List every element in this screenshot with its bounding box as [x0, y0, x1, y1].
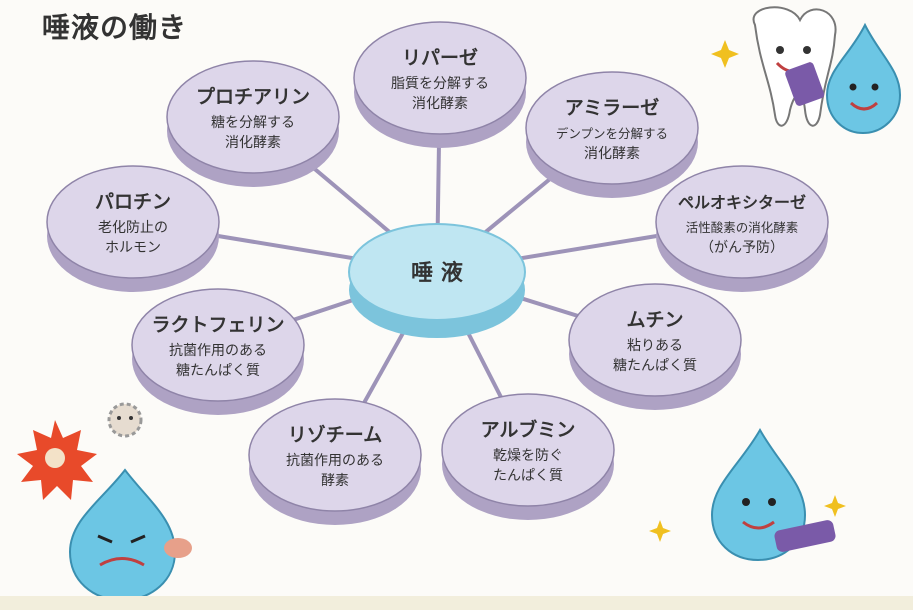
node-name: アミラーゼ — [565, 96, 660, 119]
node-name: アルブミン — [481, 418, 576, 441]
node-desc: 粘りある — [627, 338, 683, 354]
node-name: プロチアリン — [196, 85, 310, 108]
center-node-top — [348, 223, 526, 321]
node-name: ムチン — [626, 309, 683, 331]
node-desc: 老化防止の — [98, 220, 168, 236]
node-desc: （がん予防） — [700, 240, 784, 256]
center-node-label: 唾 液 — [411, 260, 463, 286]
node-desc: 糖たんぱく質 — [176, 363, 260, 379]
node-desc: デンプンを分解する — [556, 126, 668, 141]
node-top — [525, 71, 699, 185]
node-desc: 抗菌作用のある — [169, 343, 267, 359]
center-node: 唾 液 — [348, 223, 526, 338]
node-name: ペルオキシターゼ — [678, 193, 806, 212]
tooth-character-icon — [752, 6, 837, 127]
node-top — [166, 60, 340, 174]
node-top — [568, 283, 742, 397]
node-name: リパーゼ — [402, 46, 478, 69]
node-desc: 糖たんぱく質 — [613, 358, 697, 374]
node-top — [131, 288, 305, 402]
node-name: パロチン — [95, 191, 171, 213]
germ-icon — [17, 420, 97, 500]
node-desc: 抗菌作用のある — [286, 453, 384, 469]
node-desc: 消化酵素 — [225, 135, 281, 151]
node-desc: 酵素 — [321, 473, 349, 489]
node-desc: 脂質を分解する — [391, 76, 489, 92]
bottom-strip — [0, 596, 913, 610]
water-drop-character-icon — [785, 22, 902, 135]
node-name: ラクトフェリン — [151, 314, 284, 336]
node-desc: 糖を分解する — [211, 115, 295, 131]
node-top — [655, 165, 829, 279]
node-top — [46, 165, 220, 279]
page-title: 唾液の働き — [42, 11, 188, 44]
node-top — [353, 21, 527, 135]
node-desc: 乾燥を防ぐ — [493, 448, 563, 464]
node-desc: 消化酵素 — [412, 96, 468, 112]
node-desc: 活性酸素の消化酵素 — [686, 220, 799, 235]
node-name: リゾチーム — [288, 424, 382, 446]
node-group: リパーゼ脂質を分解する消化酵素アミラーゼデンプンを分解する消化酵素ペルオキシター… — [46, 21, 829, 525]
germ-icon — [107, 402, 143, 438]
node-desc: たんぱく質 — [493, 468, 563, 484]
sparkle-icon — [649, 40, 846, 542]
node-desc: 消化酵素 — [584, 146, 640, 162]
node-top — [248, 398, 422, 512]
node-top — [441, 393, 615, 507]
water-drop-character-icon — [68, 468, 192, 602]
node-desc: ホルモン — [105, 240, 161, 256]
water-drop-character-icon — [710, 427, 836, 562]
